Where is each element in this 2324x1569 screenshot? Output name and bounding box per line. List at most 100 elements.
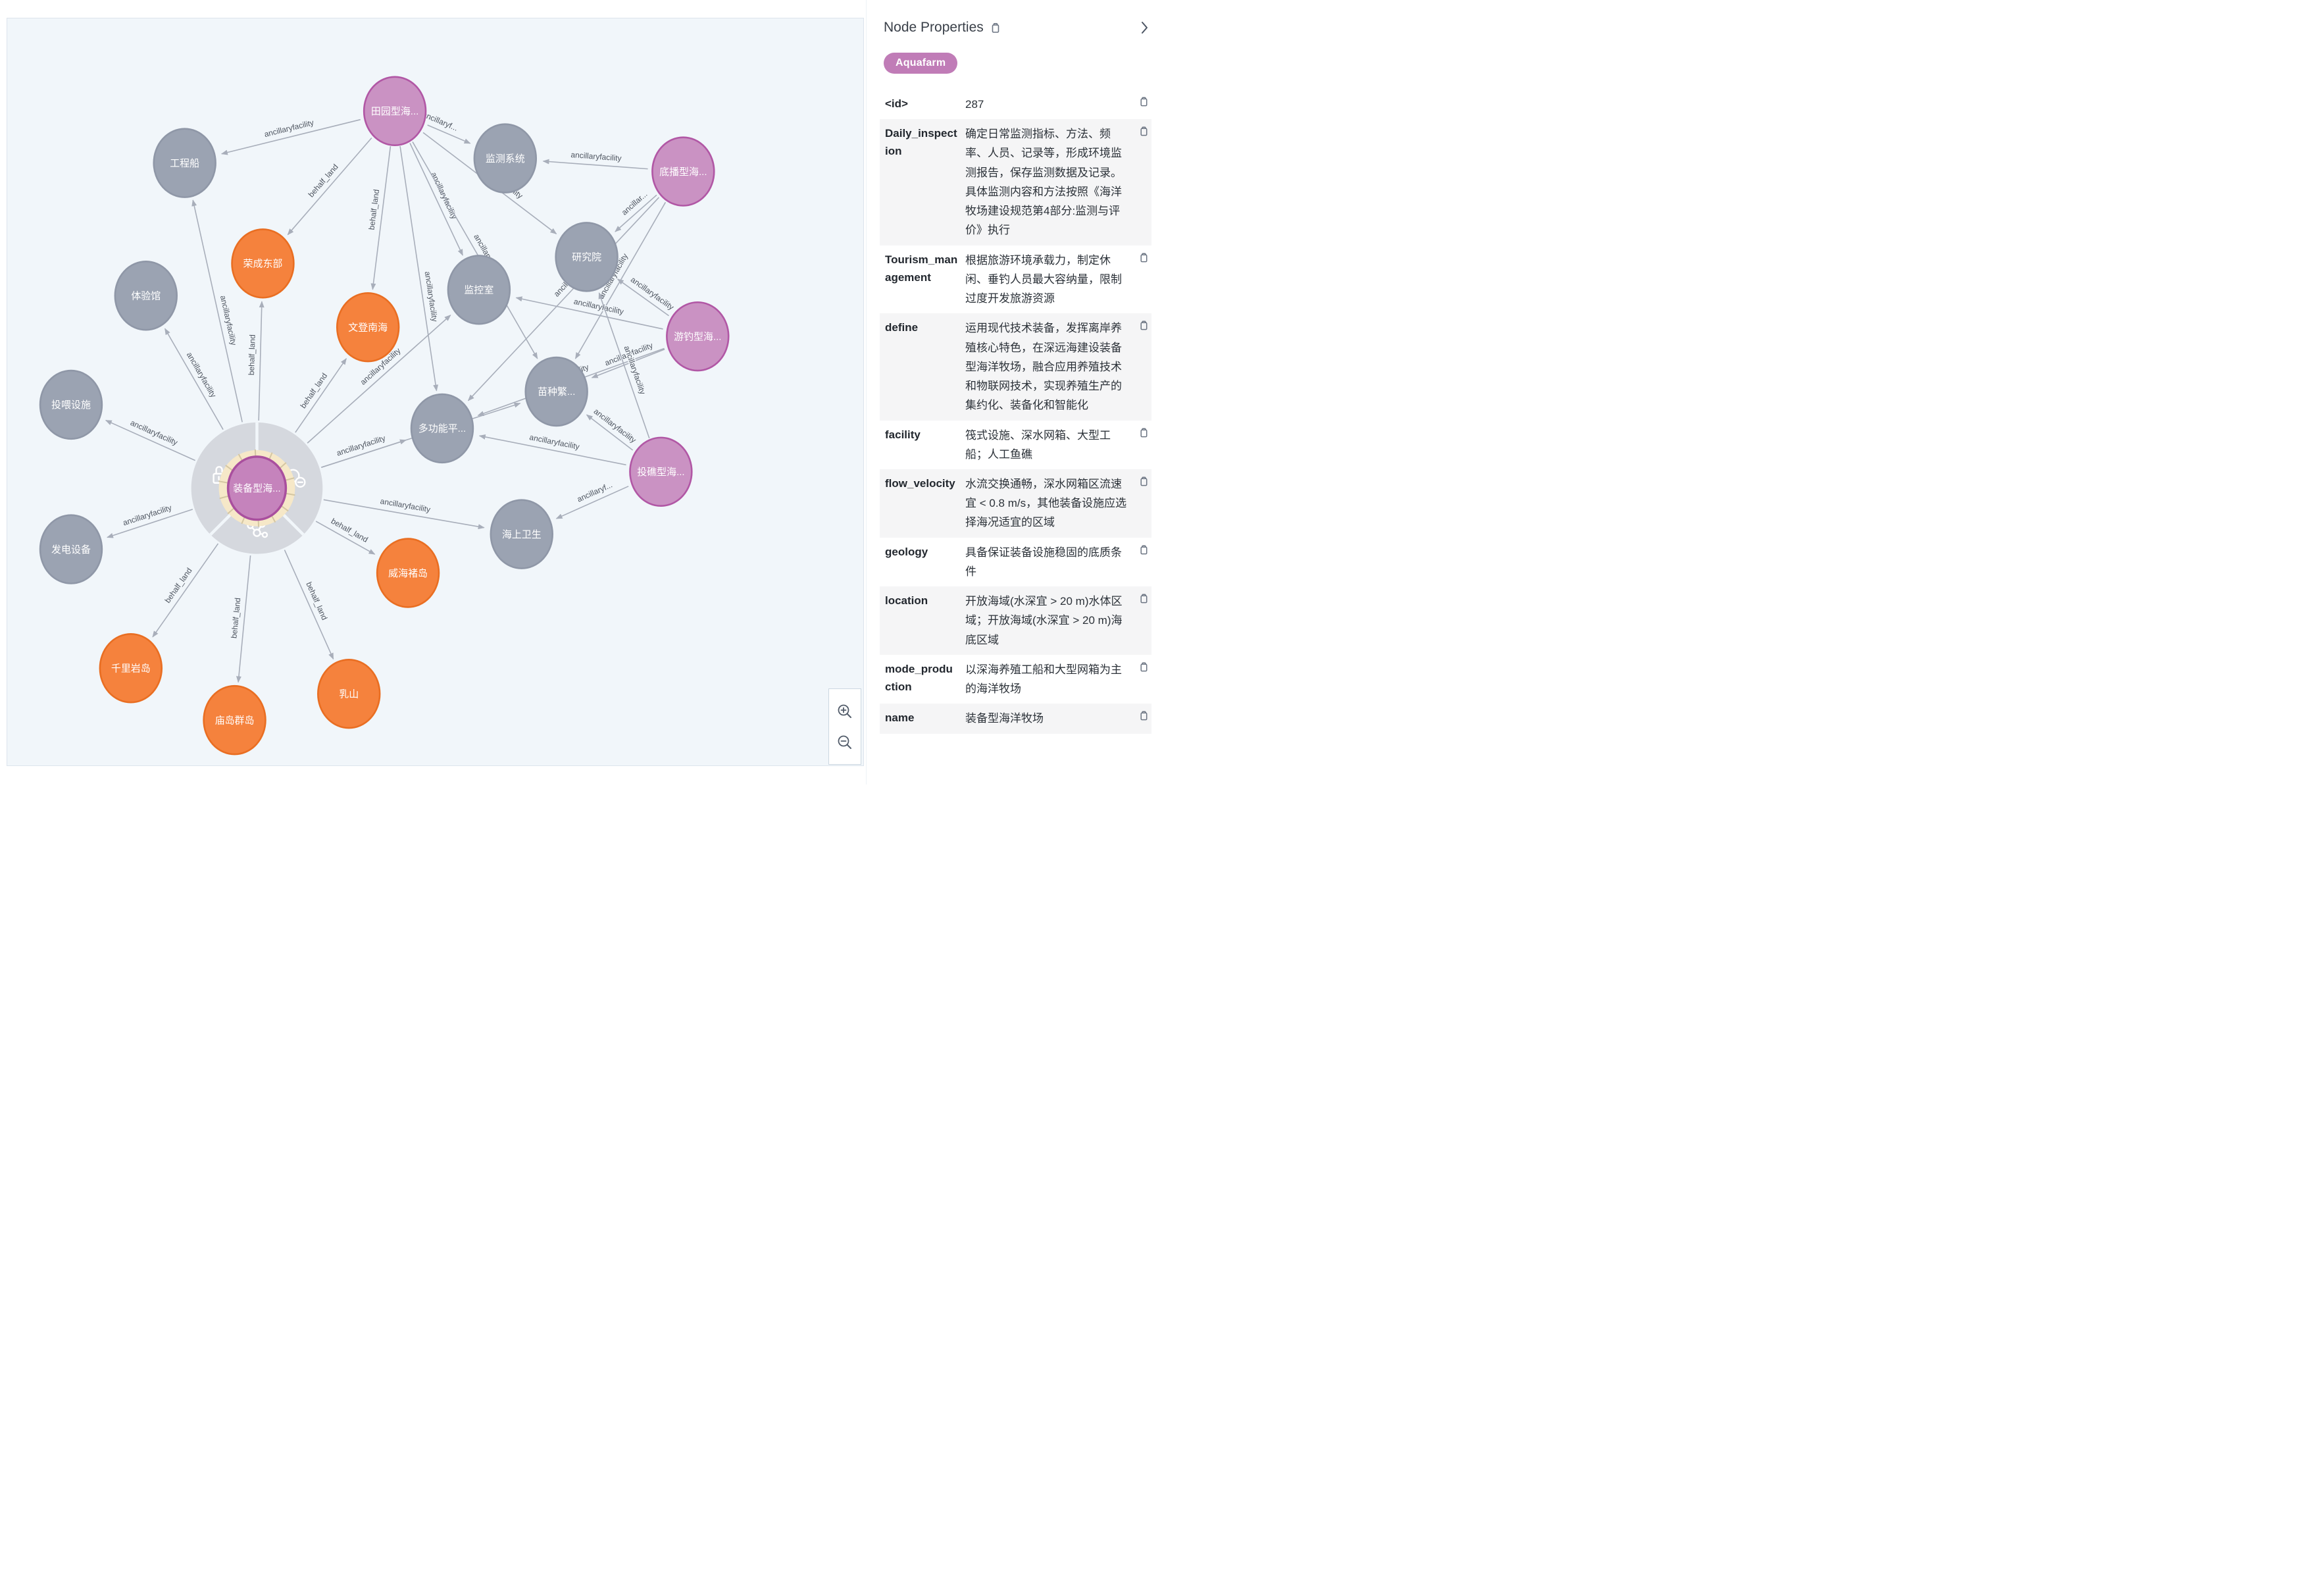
panel-header: Node Properties: [884, 20, 1150, 36]
graph-node-体验馆[interactable]: 体验馆: [114, 261, 178, 331]
graph-edge[interactable]: [591, 349, 665, 378]
node-label: 荣成东部: [243, 259, 283, 270]
property-key: location: [885, 594, 928, 607]
copy-icon[interactable]: [1138, 476, 1149, 487]
edge-label: behalf_land: [229, 598, 242, 639]
property-value: 287: [965, 98, 984, 111]
graph-node-多功能平...[interactable]: 多功能平...: [410, 393, 474, 464]
graph-edge[interactable]: [515, 296, 663, 330]
graph-edge[interactable]: [399, 145, 439, 392]
graph-edge[interactable]: [315, 521, 376, 555]
node-label: 底播型海...: [659, 167, 707, 178]
graph-edge[interactable]: [615, 194, 657, 232]
copy-icon[interactable]: [1138, 661, 1149, 673]
edge-label: behalf_land: [304, 580, 329, 621]
graph-edge[interactable]: [323, 499, 485, 530]
graph-node-庙岛群岛[interactable]: 庙岛群岛: [203, 684, 266, 756]
graph-node-发电设备[interactable]: 发电设备: [39, 514, 103, 584]
zoom-in-icon: [838, 704, 851, 718]
graph-node-威海褚岛[interactable]: 威海褚岛: [376, 538, 440, 608]
selection-ring-tick: [286, 492, 295, 496]
graph-edge[interactable]: [617, 278, 669, 317]
graph-node-工程船[interactable]: 工程船: [153, 128, 216, 198]
copy-icon[interactable]: [1138, 544, 1149, 555]
property-value: 开放海域(水深宜 > 20 m)水体区域；开放海域(水深宜 > 20 m)海底区…: [965, 595, 1123, 646]
graph-node-底播型海...[interactable]: 底播型海...: [651, 136, 715, 207]
panel-title: Node Properties: [884, 20, 984, 35]
graph-node-游钓型海...[interactable]: 游钓型海...: [666, 301, 730, 372]
graph-node-装备型海...[interactable]: 装备型海...: [226, 455, 288, 521]
graph-edge[interactable]: [478, 434, 626, 466]
selection-ring-tick: [285, 477, 295, 481]
graph-edge[interactable]: [105, 419, 195, 461]
graph-edge[interactable]: [164, 328, 224, 430]
graph-edge[interactable]: [412, 141, 538, 359]
graph-node-田园型海...[interactable]: 田园型海...: [363, 76, 427, 146]
graph-edge[interactable]: [598, 292, 650, 439]
graph-node-海上卫生[interactable]: 海上卫生: [490, 499, 553, 569]
copy-icon[interactable]: [1138, 427, 1149, 438]
copy-icon[interactable]: [1138, 710, 1149, 721]
graph-node-投礁型海...[interactable]: 投礁型海...: [629, 436, 693, 507]
node-label: 田园型海...: [371, 106, 418, 117]
graph-node-文登南海[interactable]: 文登南海: [336, 292, 400, 363]
graph-node-监控室[interactable]: 监控室: [447, 255, 511, 325]
edge-label: ancillaryfacility: [629, 275, 676, 312]
copy-icon[interactable]: [1138, 252, 1149, 263]
node-label-badge[interactable]: Aquafarm: [884, 53, 958, 74]
property-value: 具备保证装备设施稳固的底质条件: [965, 546, 1122, 578]
copy-icon[interactable]: [1138, 96, 1149, 107]
property-key: facility: [885, 428, 921, 441]
copy-icon[interactable]: [990, 22, 1001, 34]
graph-edge[interactable]: [191, 199, 243, 423]
graph-edge[interactable]: [467, 197, 660, 401]
node-label: 多功能平...: [418, 423, 466, 434]
dismiss-node-icon[interactable]: [286, 469, 306, 488]
copy-icon[interactable]: [1138, 320, 1149, 331]
graph-edge[interactable]: [284, 550, 334, 660]
graph-node-苗种繁...[interactable]: 苗种繁...: [524, 356, 588, 427]
graph-edge[interactable]: [409, 143, 463, 256]
graph-edge[interactable]: [307, 315, 451, 444]
zoom-in-button[interactable]: [836, 703, 853, 720]
graph-node-投喂设施[interactable]: 投喂设施: [39, 369, 103, 440]
copy-icon[interactable]: [1138, 593, 1149, 604]
copy-icon[interactable]: [1138, 126, 1149, 137]
node-label: 文登南海: [348, 322, 388, 333]
graph-edge[interactable]: [220, 118, 361, 155]
halo-divider: [209, 513, 232, 536]
graph-edge[interactable]: [542, 159, 648, 170]
graph-edge[interactable]: [295, 358, 347, 433]
graph-node-千里岩岛[interactable]: 千里岩岛: [99, 633, 163, 704]
graph-edge[interactable]: [152, 543, 219, 638]
graph-edge[interactable]: [287, 137, 372, 236]
property-key: Daily_inspection: [885, 127, 957, 158]
graph-edge[interactable]: [555, 486, 629, 519]
graph-edge[interactable]: [370, 146, 392, 290]
node-label: 庙岛群岛: [215, 715, 255, 726]
graph-edge[interactable]: [258, 301, 265, 421]
zoom-out-button[interactable]: [836, 734, 853, 751]
graph-edge[interactable]: [427, 124, 471, 144]
graph-edge[interactable]: [236, 555, 251, 683]
property-value: 筏式设施、深水网箱、大型工船；人工鱼礁: [965, 428, 1111, 461]
property-value: 以深海养殖工船和大型网箱为主的海洋牧场: [965, 663, 1122, 696]
node-label: 游钓型海...: [674, 331, 721, 342]
graph-node-研究院[interactable]: 研究院: [555, 222, 619, 292]
property-key: name: [885, 711, 915, 725]
graph-node-乳山[interactable]: 乳山: [317, 658, 381, 729]
chevron-right-icon[interactable]: [1138, 20, 1150, 35]
graph-node-监测系统[interactable]: 监测系统: [473, 123, 538, 193]
graph-node-荣成东部[interactable]: 荣成东部: [231, 228, 295, 299]
property-value: 装备型海洋牧场: [965, 712, 1044, 725]
graph-edge[interactable]: [107, 509, 193, 538]
node-label: 工程船: [170, 158, 199, 169]
graph-edge[interactable]: [586, 414, 634, 451]
edge-label: behalf_land: [247, 334, 257, 375]
selection-ring-tick: [218, 480, 228, 484]
